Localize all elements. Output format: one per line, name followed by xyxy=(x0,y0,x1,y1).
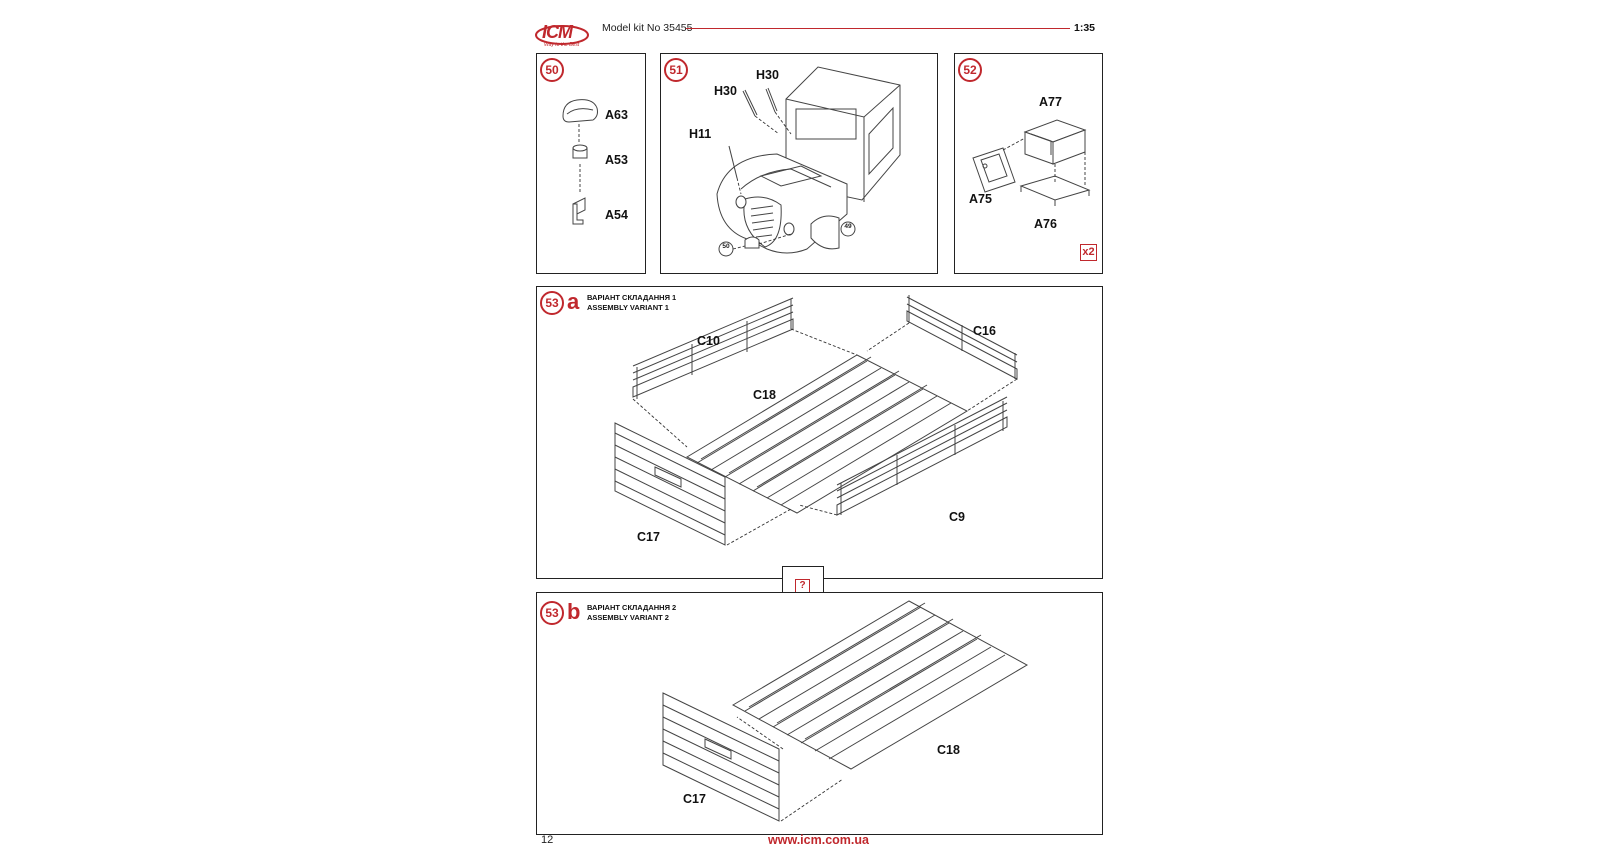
floor-c18 xyxy=(685,354,969,514)
brand-name: ICM xyxy=(542,22,573,42)
rail-c10 xyxy=(632,297,794,399)
step-number: 52 xyxy=(958,58,982,82)
step-53a-panel: 53 a ВАРІАНТ СКЛАДАННЯ 1 ASSEMBLY VARIAN… xyxy=(536,286,1103,579)
step-53a-drawing xyxy=(614,295,1018,546)
variant-title-en: ASSEMBLY VARIANT 1 xyxy=(587,303,669,312)
part-label: A54 xyxy=(605,208,628,222)
part-label: A75 xyxy=(969,192,992,206)
variant-title-ua: ВАРІАНТ СКЛАДАННЯ 1 xyxy=(587,293,677,302)
reference-callout: 49 xyxy=(844,223,852,230)
step-number: 53 xyxy=(540,291,564,315)
tailgate-c17 xyxy=(662,692,780,822)
step-number: 51 xyxy=(664,58,688,82)
model-label: Model kit No 35455 xyxy=(602,22,693,34)
variant-letter: b xyxy=(567,599,581,624)
part-label: C9 xyxy=(949,510,965,524)
part-label: C18 xyxy=(937,743,960,757)
part-label: C17 xyxy=(683,792,706,806)
step-52-panel: 52 A77 A75 A76 x2 xyxy=(954,53,1103,274)
part-label: A76 xyxy=(1034,217,1057,231)
step-53b-drawing xyxy=(662,600,1029,822)
rail-c16 xyxy=(906,295,1018,380)
part-label: H30 xyxy=(714,84,737,98)
step-50-panel: 50 A63 A53 A54 xyxy=(536,53,646,274)
part-label: C17 xyxy=(637,530,660,544)
brand-logo: ICM Way to the Best xyxy=(534,20,590,50)
part-label: H30 xyxy=(756,68,779,82)
variant-letter: a xyxy=(567,289,580,314)
rail-c9 xyxy=(836,396,1008,516)
step-51-drawing xyxy=(716,66,901,257)
variant-title-ua: ВАРІАНТ СКЛАДАННЯ 2 xyxy=(587,603,677,612)
part-label: A63 xyxy=(605,108,628,122)
step-53b-panel: 53 b ВАРІАНТ СКЛАДАННЯ 2 ASSEMBLY VARIAN… xyxy=(536,592,1103,835)
step-number: 50 xyxy=(540,58,564,82)
reference-callout: 50 xyxy=(722,243,730,250)
logo-swoosh-icon xyxy=(535,25,589,45)
step-number: 53 xyxy=(540,601,564,625)
quantity-badge: x2 xyxy=(1080,244,1097,261)
page-number: 12 xyxy=(541,834,554,846)
part-label: A53 xyxy=(605,153,628,167)
step-50-drawing xyxy=(562,99,598,225)
tailgate-c17 xyxy=(614,422,726,546)
step-51-panel: 51 H30 H30 H11 49 50 xyxy=(660,53,938,274)
scale-label: 1:35 xyxy=(1074,22,1096,34)
variant-title-en: ASSEMBLY VARIANT 2 xyxy=(587,613,669,622)
part-label: C16 xyxy=(973,324,996,338)
brand-tagline: Way to the Best xyxy=(544,42,580,48)
header-rule xyxy=(686,28,1070,29)
part-label: C10 xyxy=(697,334,720,348)
floor-c18 xyxy=(731,600,1029,770)
part-label: C18 xyxy=(753,388,776,402)
website-link[interactable]: www.icm.com.ua xyxy=(768,833,869,847)
part-label: H11 xyxy=(689,127,712,141)
part-label: A77 xyxy=(1039,95,1062,109)
step-52-drawing xyxy=(972,119,1091,206)
